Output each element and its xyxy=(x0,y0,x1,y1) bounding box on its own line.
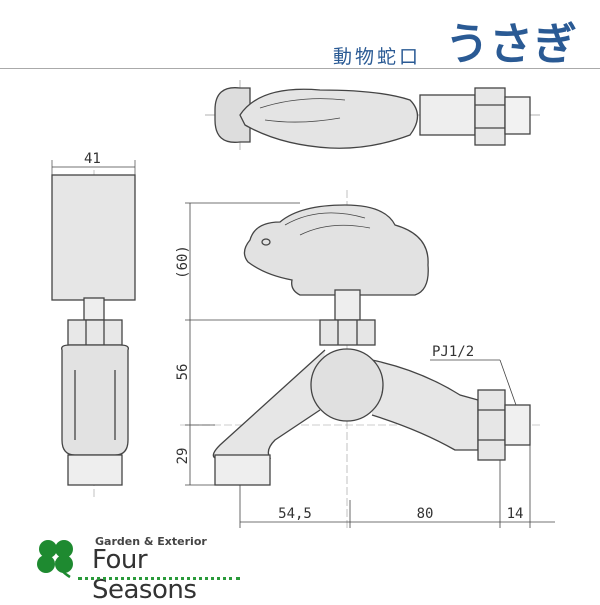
product-title: うさぎ xyxy=(445,19,577,70)
logo-dotted-underline xyxy=(78,577,240,580)
dim-spout-offset: 54,5 xyxy=(278,506,312,522)
dim-thread-spec: PJ1/2 xyxy=(432,344,474,360)
clover-icon xyxy=(37,540,73,579)
rabbit-front-silhouette xyxy=(243,204,429,296)
dim-handle-height: (60) xyxy=(175,245,191,279)
horizontal-dimensions: 54,5 80 14 xyxy=(239,445,555,528)
dim-spout-height: 29 xyxy=(175,448,191,465)
dim-body-to-outlet: 80 xyxy=(417,506,434,522)
top-view xyxy=(205,80,540,150)
dim-body-height: 56 xyxy=(175,364,191,381)
logo-name: Four Seasons xyxy=(92,545,197,605)
front-view: PJ1/2 xyxy=(180,190,540,530)
header-divider xyxy=(0,68,600,69)
rabbit-top-silhouette xyxy=(239,88,419,149)
logo-subtitle: Garden & Exterior xyxy=(95,535,207,548)
category-title: 動物蛇口 xyxy=(333,46,422,68)
side-view: 41 xyxy=(51,151,136,500)
four-seasons-logo: Garden & Exterior Four Seasons xyxy=(30,535,250,605)
vertical-dimensions: (60) 56 29 xyxy=(175,202,330,486)
dim-handle-width: 41 xyxy=(84,151,101,167)
dim-thread-length: 14 xyxy=(507,506,524,522)
